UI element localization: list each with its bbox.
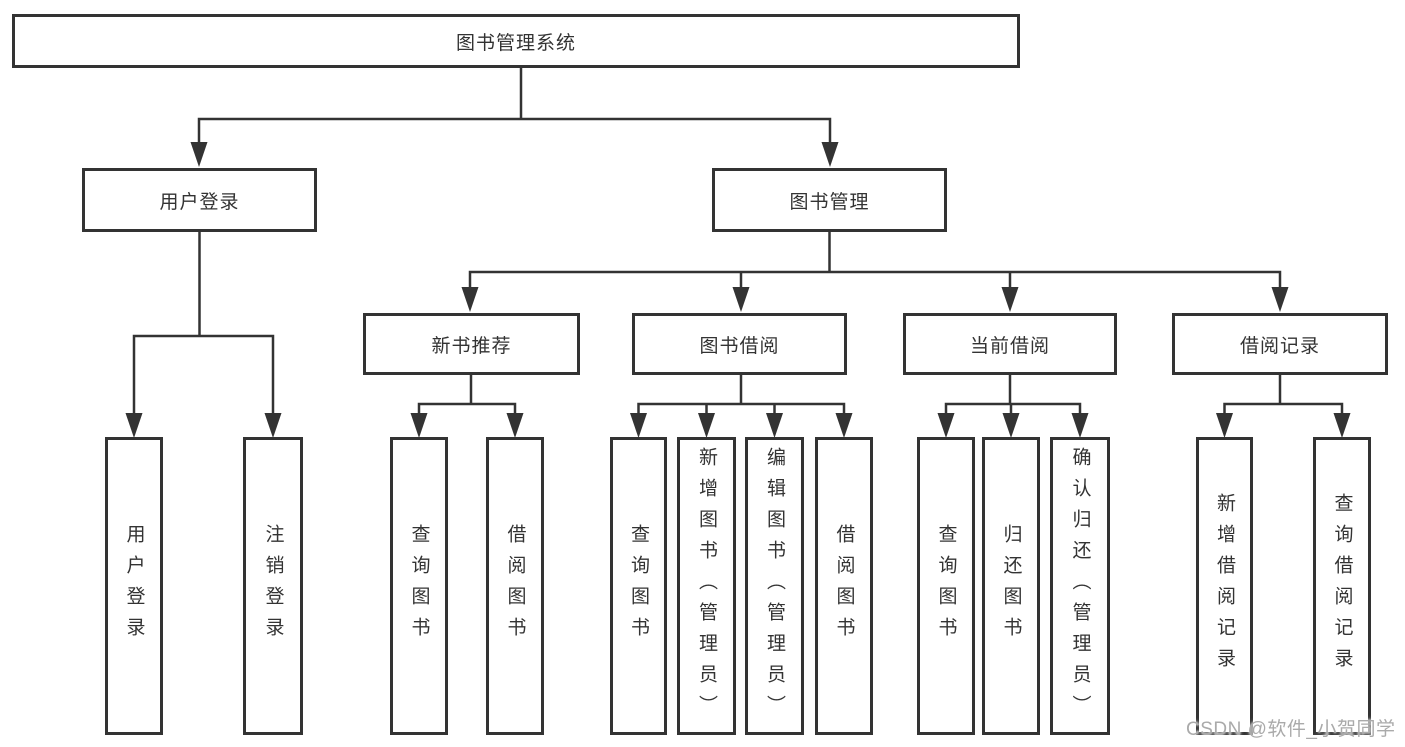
leaf-borrow-books: 借阅图书: [815, 437, 873, 735]
arrow-down-icon: [698, 413, 715, 438]
arrow-down-icon: [937, 413, 955, 438]
node-label: 当前借阅: [969, 335, 1050, 357]
arrow-down-icon: [835, 413, 853, 438]
arrow-down-icon: [1001, 287, 1019, 312]
arrow-down-icon: [1002, 413, 1020, 438]
leaf-query-borrow-record: 查询借阅记录: [1313, 437, 1371, 735]
node-label: 新增图书（管理员）: [696, 446, 717, 726]
arrow-down-icon: [821, 142, 839, 167]
leaf-query-books-current: 查询图书: [917, 437, 975, 735]
connector-borrow-records: [1216, 373, 1351, 438]
node-label: 查询图书: [628, 524, 649, 648]
node-label: 确认归还（管理员）: [1069, 446, 1091, 726]
arrow-down-icon: [732, 287, 750, 312]
arrow-down-icon: [1271, 287, 1289, 312]
node-label: 借阅记录: [1239, 335, 1320, 357]
leaf-user-login: 用户登录: [105, 437, 163, 735]
node-label: 归还图书: [1000, 524, 1022, 648]
node-label: 图书管理: [789, 191, 870, 213]
node-label: 用户登录: [159, 191, 240, 213]
arrow-down-icon: [125, 413, 143, 438]
arrow-down-icon: [1333, 413, 1351, 438]
node-label: 编辑图书（管理员）: [764, 446, 785, 726]
arrow-down-icon: [1216, 413, 1233, 438]
node-borrow-records: 借阅记录: [1172, 313, 1388, 375]
node-current-borrow: 当前借阅: [903, 313, 1117, 375]
leaf-add-borrow-record: 新增借阅记录: [1196, 437, 1253, 735]
leaf-edit-book-admin: 编辑图书（管理员）: [745, 437, 804, 735]
arrow-down-icon: [1071, 413, 1089, 438]
connector-user-login: [125, 230, 282, 438]
arrow-down-icon: [264, 413, 282, 438]
leaf-add-book-admin: 新增图书（管理员）: [677, 437, 736, 735]
connector-root: [190, 66, 839, 167]
arrow-down-icon: [630, 413, 647, 438]
arrow-down-icon: [410, 413, 428, 438]
node-label: 借阅图书: [504, 524, 526, 648]
node-new-book-recommend: 新书推荐: [363, 313, 580, 375]
node-book-borrow: 图书借阅: [632, 313, 847, 375]
node-label: 新增借阅记录: [1214, 493, 1235, 679]
leaf-logout: 注销登录: [243, 437, 303, 735]
node-library-management-system: 图书管理系统: [12, 14, 1020, 68]
node-label: 查询借阅记录: [1331, 493, 1353, 679]
leaf-return-book: 归还图书: [982, 437, 1040, 735]
node-user-login: 用户登录: [82, 168, 317, 232]
leaf-query-books-recommend: 查询图书: [390, 437, 448, 735]
node-book-management: 图书管理: [712, 168, 947, 232]
arrow-down-icon: [461, 287, 479, 312]
node-label: 查询图书: [935, 524, 957, 648]
node-label: 图书管理系统: [455, 32, 576, 54]
node-label: 借阅图书: [833, 524, 855, 648]
connector-book-management: [461, 230, 1289, 312]
arrow-down-icon: [766, 413, 783, 438]
node-label: 用户登录: [123, 524, 145, 648]
arrow-down-icon: [506, 413, 524, 438]
node-label: 图书借阅: [699, 335, 780, 357]
leaf-confirm-return-admin: 确认归还（管理员）: [1050, 437, 1110, 735]
node-label: 注销登录: [262, 524, 284, 648]
watermark: CSDN @软件_小贺同学: [1186, 719, 1396, 740]
node-label: 新书推荐: [431, 335, 512, 357]
leaf-borrow-books-recommend: 借阅图书: [486, 437, 544, 735]
connector-book-borrow: [630, 373, 853, 438]
connector-new-book-recommend: [410, 373, 524, 438]
connector-current-borrow: [937, 373, 1089, 438]
arrow-down-icon: [190, 142, 208, 167]
node-label: 查询图书: [408, 524, 430, 648]
leaf-query-books-borrow: 查询图书: [610, 437, 667, 735]
